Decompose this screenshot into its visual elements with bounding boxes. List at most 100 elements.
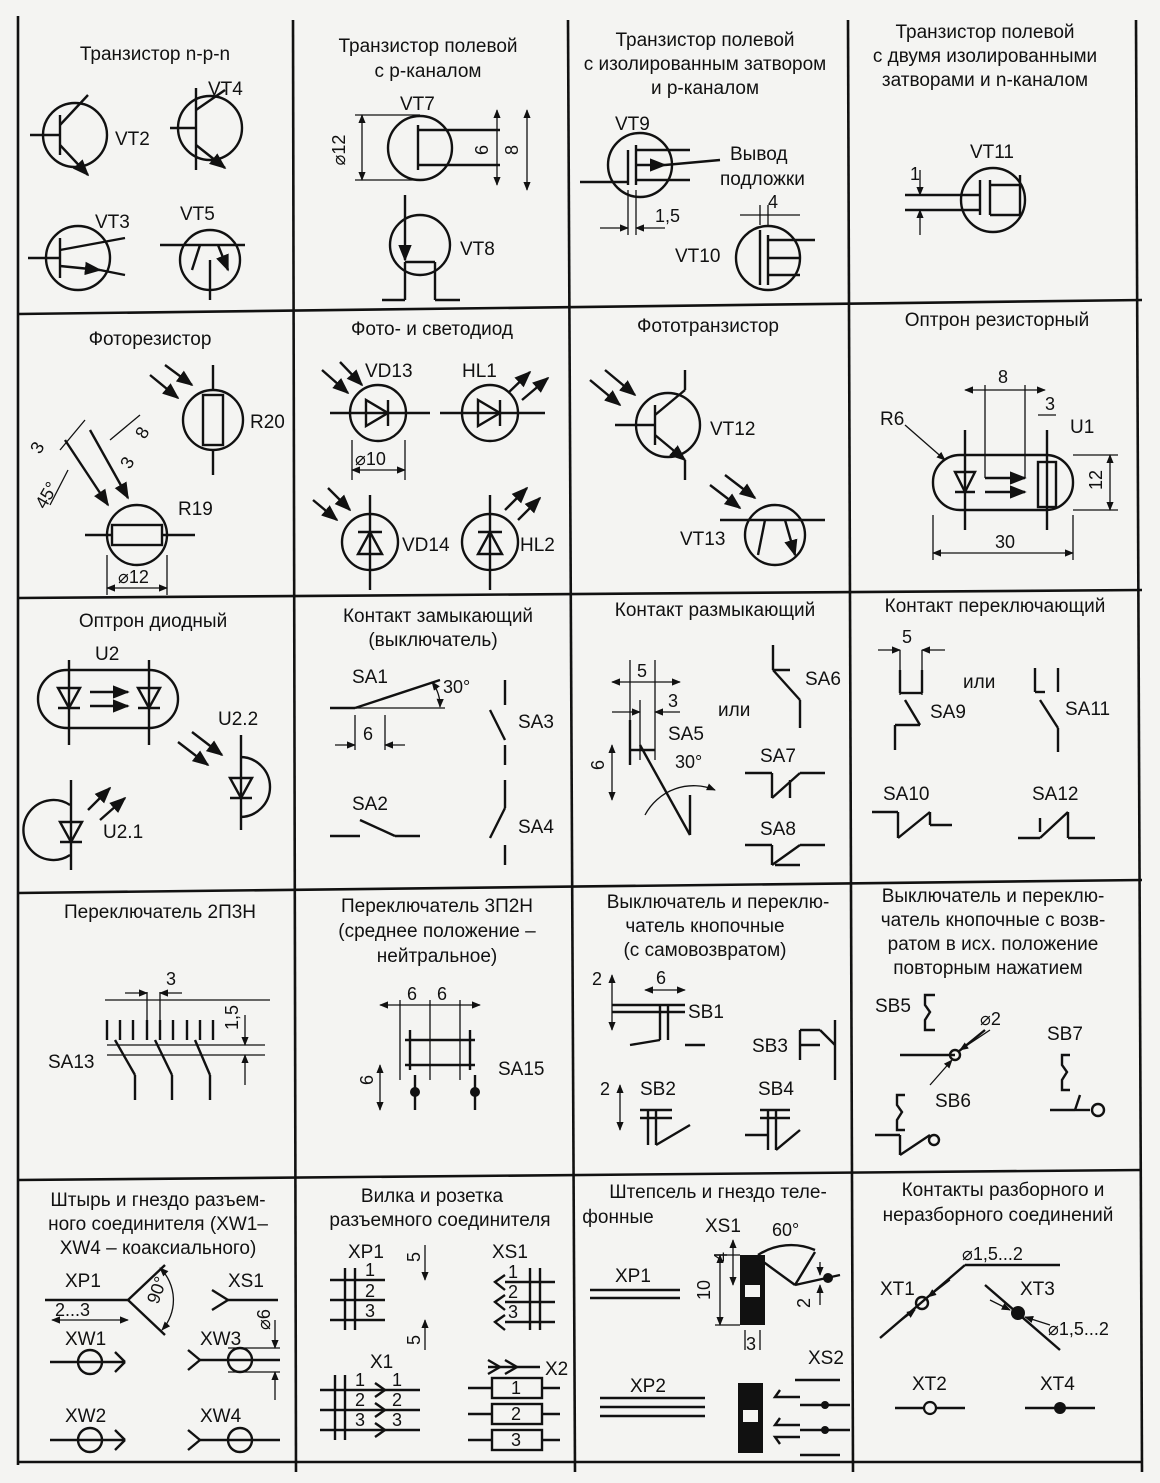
cell-title-line2: ного соединителя (XW1–	[48, 1214, 268, 1235]
label-xw2: XW2	[65, 1406, 106, 1427]
dim-6c: 6	[357, 1075, 377, 1085]
cell-title-line1: Контакт замыкающий	[343, 606, 533, 627]
cell-title-line2: (выключатель)	[368, 630, 497, 651]
dim-5a: 5	[404, 1252, 424, 1262]
dim-1: 1	[910, 164, 920, 184]
label-x1: X1	[370, 1352, 393, 1373]
label-xp1: XP1	[65, 1271, 101, 1292]
cell-contact-make: Контакт замыкающий (выключатель) SA1 30°…	[330, 606, 554, 865]
cell-title-line3: (с самовозвратом)	[623, 940, 786, 961]
cell-title-line1: Контакты разборного и	[902, 1180, 1105, 1201]
label-u2: U2	[95, 644, 119, 665]
cell-title-line1: Выключатель и переклю-	[607, 892, 830, 913]
label-sb6: SB6	[935, 1091, 971, 1112]
label-sa11: SA11	[1065, 699, 1110, 720]
label-r6: R6	[880, 409, 904, 430]
cell-plug-socket: Вилка и розетка разъемного соединителя X…	[320, 1186, 568, 1452]
dim-5b: 5	[404, 1335, 424, 1345]
cell-title-line3: нейтральное)	[377, 946, 497, 967]
label-sa10: SA10	[883, 784, 929, 805]
cell-title-line3: затворами и n-каналом	[882, 70, 1088, 91]
dim-d12: ⌀12	[329, 135, 349, 166]
dim-45deg: 45°	[31, 478, 62, 512]
note-substrate-2: подложки	[720, 169, 805, 190]
cell-title: Фоторезистор	[89, 329, 212, 350]
label-sa6: SA6	[805, 669, 841, 690]
label-sa5: SA5	[668, 724, 704, 745]
dim-2-3: 2...3	[55, 1300, 90, 1320]
cell-terminals: Контакты разборного и неразборного соеди…	[879, 1180, 1113, 1416]
label-xs1: XS1	[492, 1242, 528, 1263]
label-vt13: VT13	[680, 529, 725, 550]
cell-title-line3: XW4 – коаксиального)	[60, 1238, 257, 1259]
dim-2a: 2	[592, 969, 602, 989]
cell-switch-3p2n: Переключатель 3П2Н (среднее положение – …	[338, 896, 544, 1111]
dim-3b: 3	[116, 453, 138, 472]
cell-title-line2: чатель кнопочные	[625, 916, 784, 937]
dim-1-5: 1,5	[655, 206, 680, 226]
dim-5: 5	[902, 627, 912, 647]
cell-phone-plug-jack: Штепсель и гнездо теле- фонные XP1 XS1 1…	[582, 1182, 850, 1457]
dim-4: 4	[768, 192, 778, 212]
cell-title-line1: Транзистор полевой	[895, 22, 1074, 43]
label-xs2: XS2	[808, 1348, 844, 1369]
dim-2: 2	[794, 1298, 814, 1308]
cell-title-line2: (среднее положение –	[338, 921, 536, 942]
label-xw4: XW4	[200, 1406, 242, 1427]
pin-1c: 1	[355, 1370, 365, 1390]
cell-phototransistor: Фототранзистор VT12 VT13	[589, 316, 825, 567]
label-xp2: XP2	[630, 1376, 666, 1397]
pin-2e: 2	[511, 1404, 521, 1424]
dim-4: 4	[711, 1252, 731, 1262]
label-sa15: SA15	[498, 1059, 544, 1080]
cell-title-line4: повторным нажатием	[893, 958, 1083, 979]
cell-title-line1: Транзистор полевой	[338, 36, 517, 57]
cell-pin-socket: Штырь и гнездо разъем- ного соединителя …	[45, 1190, 280, 1454]
cell-photoresistor: Фоторезистор R20 R19 3 8 3 45° ⌀12	[26, 329, 285, 595]
label-vt5: VT5	[180, 204, 215, 225]
dim-6: 6	[472, 145, 492, 155]
dim-5: 5	[637, 661, 647, 681]
label-sb4: SB4	[758, 1079, 794, 1100]
dim-d2: ⌀2	[980, 1009, 1001, 1029]
label-hl2: HL2	[520, 535, 555, 556]
cell-title-line1: Транзистор полевой	[615, 30, 794, 51]
label-xw3: XW3	[200, 1329, 241, 1350]
label-sa3: SA3	[518, 712, 554, 733]
label-vd13: VD13	[365, 361, 413, 382]
cell-fet-isolated-gate: Транзистор полевой с изолированным затво…	[580, 30, 826, 292]
cell-push-buttons-repeat-press: Выключатель и переклю- чатель кнопочные …	[875, 886, 1105, 1156]
cell-title: Оптрон резисторный	[905, 310, 1090, 331]
label-u2-2: U2.2	[218, 709, 258, 730]
pin-2d: 2	[392, 1390, 402, 1410]
cell-fet-two-gates: Транзистор полевой с двумя изолированным…	[873, 22, 1097, 235]
dim-8: 8	[131, 423, 153, 442]
cell-fet-p-channel: Транзистор полевой с р-каналом VT7 ⌀12 6…	[329, 36, 531, 302]
cell-title: Фото- и светодиод	[351, 319, 513, 340]
label-xp1: XP1	[615, 1266, 651, 1287]
label-r19: R19	[178, 499, 213, 520]
dim-10: 10	[694, 1280, 714, 1300]
pin-3d: 3	[392, 1410, 402, 1430]
label-u1: U1	[1070, 417, 1094, 438]
cell-title: Оптрон диодный	[79, 611, 227, 632]
cell-optocoupler-resistor: Оптрон резисторный 8 3 12 30 R6 U1	[880, 310, 1118, 560]
dim-1-5: 1,5	[222, 1005, 242, 1030]
label-sa1: SA1	[352, 667, 388, 688]
dim-d10: ⌀10	[355, 449, 386, 469]
dim-2b: 2	[600, 1079, 610, 1099]
label-x2: X2	[545, 1359, 568, 1380]
dim-3: 3	[1045, 394, 1055, 414]
pin-3c: 3	[355, 1410, 365, 1430]
pin-1e: 1	[511, 1378, 521, 1398]
dim-30deg: 30°	[675, 752, 702, 772]
cell-title-line2: с р-каналом	[375, 61, 482, 82]
label-u2-1: U2.1	[103, 822, 143, 843]
label-vt4: VT4	[208, 79, 243, 100]
note-substrate-1: Вывод	[730, 144, 787, 165]
label-xw1: XW1	[65, 1329, 106, 1350]
label-sa4: SA4	[518, 817, 554, 838]
label-vt8: VT8	[460, 239, 495, 260]
dim-6: 6	[656, 968, 666, 988]
